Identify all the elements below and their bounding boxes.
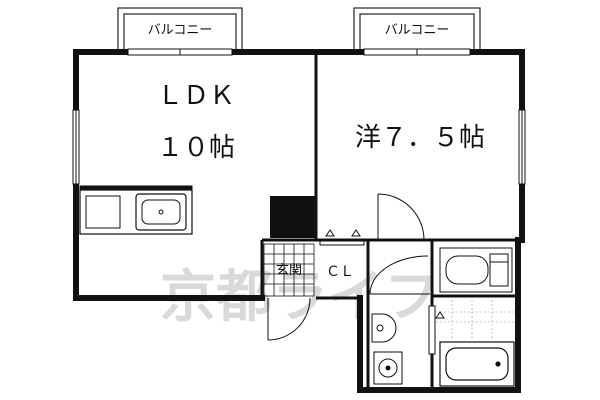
washbasin xyxy=(371,313,397,343)
toilet xyxy=(373,351,403,385)
entrance-floor xyxy=(263,243,315,297)
side-windows xyxy=(72,109,526,185)
ldk-size-label: １０帖 xyxy=(157,133,235,163)
balcony-windows xyxy=(127,48,471,56)
entrance-label: 玄関 xyxy=(276,263,302,278)
bathroom-tiles xyxy=(436,300,514,340)
washroom-door xyxy=(369,255,430,295)
closet-doors xyxy=(319,229,365,246)
closet-label: ＣＬ xyxy=(326,264,354,280)
kitchen-counter xyxy=(79,185,193,235)
bathroom-door xyxy=(428,305,445,355)
ldk-label: ＬＤＫ xyxy=(157,81,235,111)
bedroom-door xyxy=(377,193,425,241)
entrance-door xyxy=(267,297,311,341)
bathtub xyxy=(439,341,515,387)
balcony-right-label: バルコニー xyxy=(385,23,450,38)
western-room-label: 洋７．５帖 xyxy=(355,123,485,153)
fridge-space xyxy=(270,196,316,238)
balcony-left-label: バルコニー xyxy=(148,23,213,38)
washing-machine-area xyxy=(439,247,513,293)
